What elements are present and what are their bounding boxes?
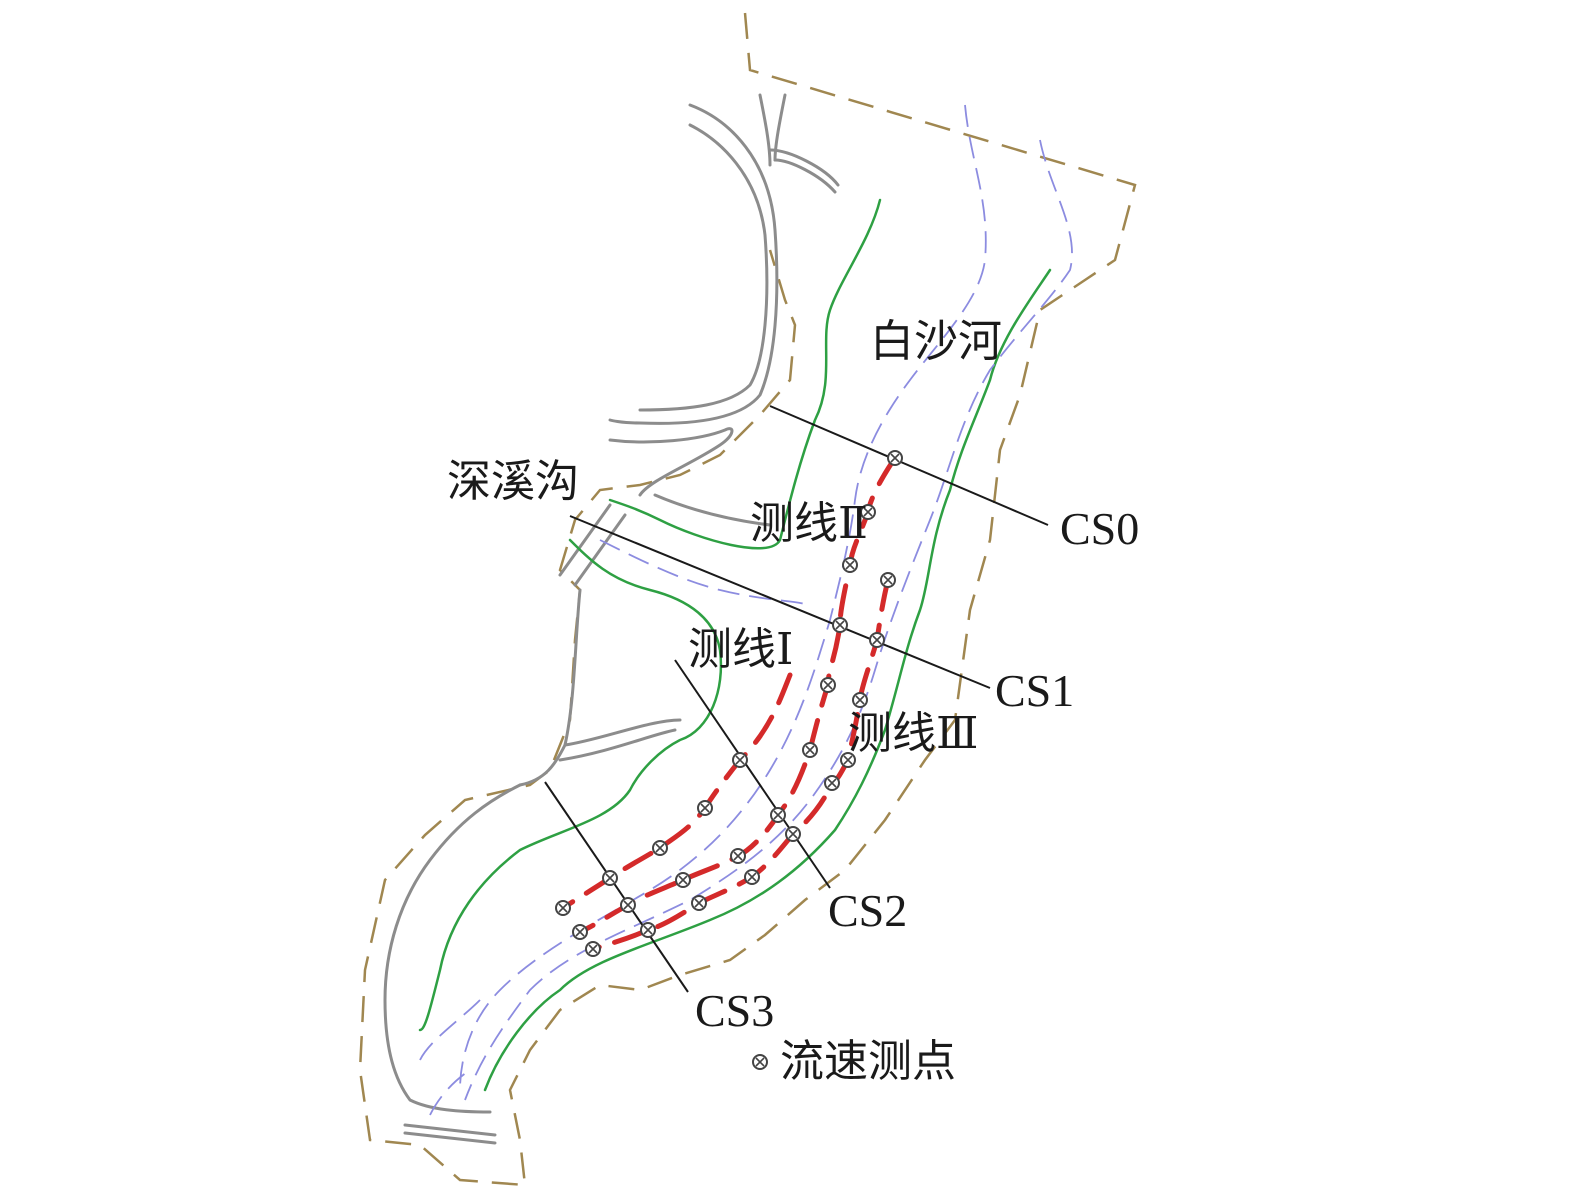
thalweg-lines	[419, 104, 1073, 1116]
cs3-line	[544, 781, 689, 993]
upper-road-left	[608, 103, 779, 425]
measurement-point-icon	[697, 800, 713, 816]
measurement-point-icon	[832, 617, 848, 633]
bottom-bar	[403, 1123, 497, 1137]
measurement-point-icon	[869, 632, 885, 648]
branch-road-2	[653, 493, 772, 527]
measurement-point-icon	[840, 752, 856, 768]
bottom-bar-2	[403, 1131, 497, 1145]
measurement-point-icon	[675, 872, 691, 888]
measurement-points	[555, 450, 903, 957]
measurement-point-icon	[585, 941, 601, 957]
label-river-main: 白沙河	[870, 316, 1002, 367]
measurement-point-icon	[572, 924, 588, 940]
cs2-line	[674, 659, 831, 889]
boundary-outline	[358, 12, 1137, 1187]
left-bank	[518, 588, 582, 787]
contour-lines	[418, 198, 1052, 1092]
cs0-line	[769, 405, 1049, 526]
measurement-point-icon	[820, 677, 836, 693]
measurement-point-icon	[732, 752, 748, 768]
measurement-point-icon	[842, 557, 858, 573]
measurement-point-icon	[802, 742, 818, 758]
cross-sections	[544, 405, 1049, 993]
label-survey-line-1: 测线Ⅰ	[688, 624, 794, 675]
measurement-point-icon	[785, 826, 801, 842]
contour-left	[608, 198, 882, 550]
measurement-point-icon	[824, 775, 840, 791]
project-boundary	[358, 12, 1137, 1187]
legend: 流速测点	[750, 1040, 956, 1084]
label-cs1: CS1	[995, 665, 1075, 716]
measurement-point-icon	[602, 870, 618, 886]
branch-road-1	[608, 427, 734, 497]
measurement-point-icon	[730, 848, 746, 864]
survey-line-3	[590, 577, 891, 952]
measurement-point-icon	[555, 900, 571, 916]
measurement-point-icon	[887, 450, 903, 466]
thalweg-bottom	[429, 1069, 471, 1116]
measurement-point-icon	[640, 922, 656, 938]
label-cs2: CS2	[828, 885, 908, 936]
left-bank-lower	[383, 783, 522, 1114]
measurement-point-icon	[652, 840, 668, 856]
upper-fork-3	[758, 93, 772, 167]
cs1-line	[569, 515, 991, 689]
left-bank-road-1	[563, 718, 682, 747]
thalweg-branch	[599, 539, 811, 606]
thalweg-left-low	[419, 999, 481, 1061]
measurement-point-icon	[852, 692, 868, 708]
label-cs3: CS3	[695, 985, 775, 1036]
label-cs0: CS0	[1060, 503, 1140, 554]
circled-x-icon	[752, 1054, 768, 1070]
label-survey-line-3: 测线Ⅲ	[848, 708, 979, 759]
thalweg-1	[459, 104, 987, 1091]
thalweg-2	[464, 139, 1073, 1101]
contour-right	[483, 268, 1052, 1092]
measurement-point-icon	[691, 895, 707, 911]
measurement-point-icon	[620, 897, 636, 913]
measurement-point-icon	[860, 504, 876, 520]
upper-road-left-2	[638, 123, 769, 412]
measurement-point-icon	[880, 572, 896, 588]
measurement-point-icon	[770, 807, 786, 823]
upper-fork-1	[773, 158, 837, 194]
left-bank-road-2	[558, 728, 677, 762]
branch-bridge-2	[573, 513, 627, 587]
branch-bridge-1	[558, 503, 612, 577]
contour-left-2	[418, 538, 723, 1032]
river-banks	[383, 93, 840, 1145]
label-river-branch: 深溪沟	[447, 456, 579, 507]
measurement-point-icon	[744, 869, 760, 885]
upper-fork-4	[773, 93, 787, 162]
label-survey-line-2: 测线Ⅱ	[750, 498, 868, 549]
legend-label: 流速测点	[780, 1036, 956, 1087]
